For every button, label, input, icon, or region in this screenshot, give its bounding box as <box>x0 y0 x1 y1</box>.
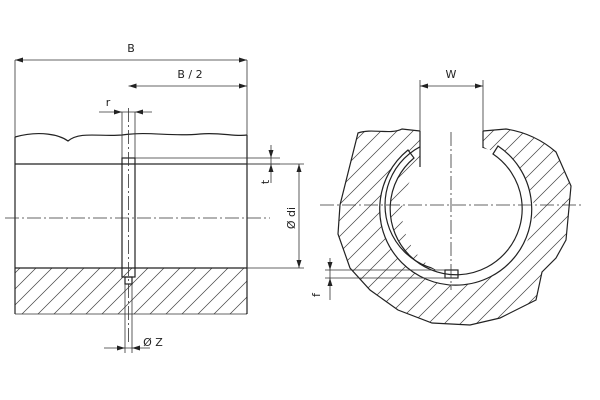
label-B: B <box>127 42 135 55</box>
dimension-r: r <box>99 96 152 158</box>
housing-hatch-left <box>15 268 247 314</box>
label-t: t <box>259 179 272 184</box>
dimension-W: W <box>419 68 484 131</box>
label-B-half: B / 2 <box>177 68 202 81</box>
dimension-f: f <box>310 258 458 300</box>
label-Z: Ø Z <box>143 336 163 349</box>
label-f: f <box>310 292 323 297</box>
dimension-B-half: B / 2 <box>128 68 247 89</box>
right-end-view: W f <box>310 68 582 326</box>
left-section-view: B B / 2 r t <box>5 42 304 353</box>
dimension-di: Ø di <box>247 163 304 269</box>
label-di: Ø di <box>285 207 298 229</box>
housing-outline-right <box>337 128 572 326</box>
dimension-B: B <box>14 42 248 137</box>
housing-hatch-right <box>338 129 571 325</box>
break-line-top <box>14 132 248 142</box>
bushing-ring <box>379 145 533 286</box>
label-r: r <box>106 96 111 109</box>
label-W: W <box>446 68 457 81</box>
dimension-Z: Ø Z <box>104 284 163 353</box>
